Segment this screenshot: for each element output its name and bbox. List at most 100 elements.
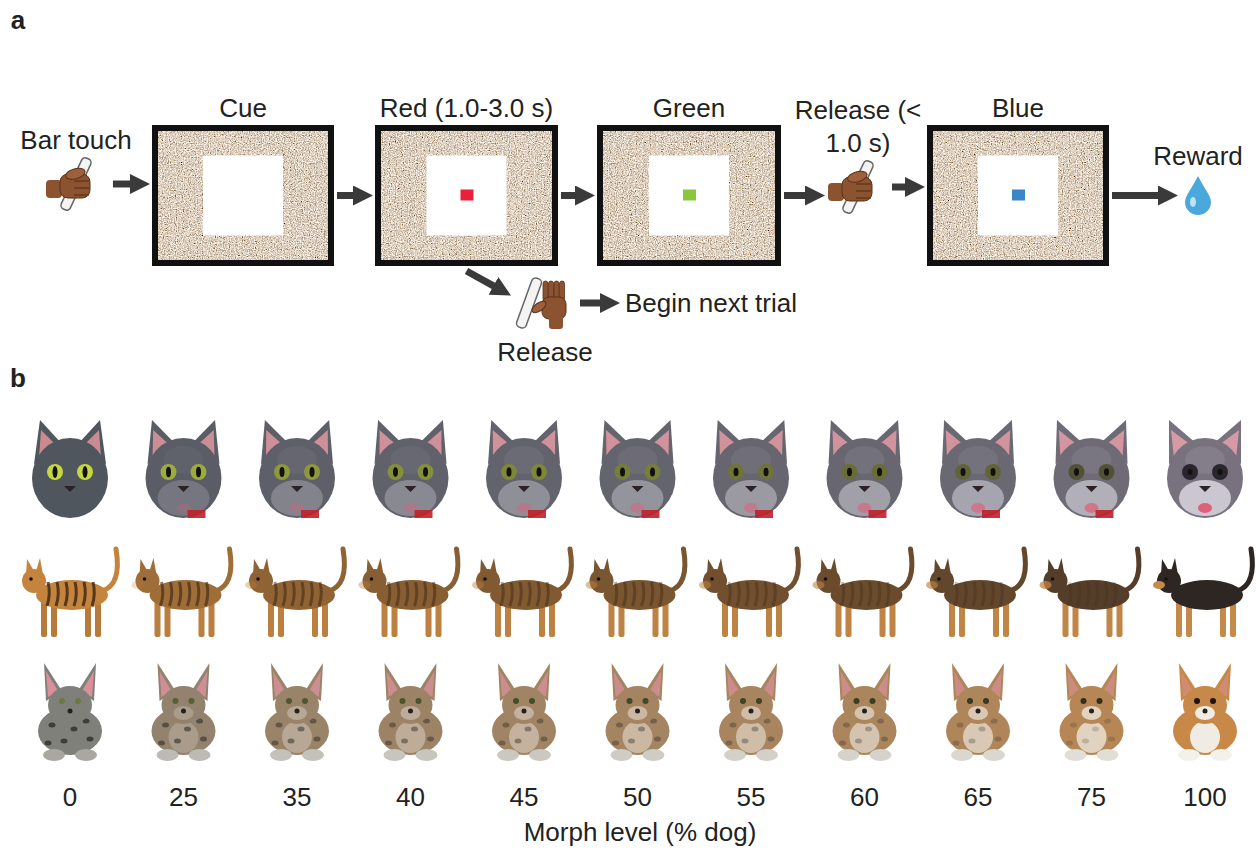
morph-lying-part — [870, 749, 892, 761]
morph-lying-part — [282, 721, 312, 753]
morph-face-part — [188, 510, 206, 518]
morph-lying-part — [1065, 749, 1087, 761]
morph-lying — [379, 663, 443, 761]
morph-lying-part — [736, 721, 766, 753]
touch-bar — [60, 157, 93, 212]
morph-body-part — [483, 577, 487, 581]
morph-body-part — [783, 549, 798, 591]
release-hand: Release (< 1.0 s) — [783, 90, 933, 211]
screen-border — [155, 128, 331, 263]
morph-lying-part — [288, 739, 295, 744]
reward-drop-outline — [1183, 176, 1213, 216]
morph-body-part — [813, 581, 825, 589]
morph-lying-part — [839, 741, 846, 746]
label-area: Cue — [219, 55, 267, 125]
morph-face-part — [713, 438, 789, 518]
bar-touch-hand-art-part-part — [74, 187, 89, 188]
morph-body-part — [717, 580, 789, 610]
flow-arrow — [580, 300, 602, 307]
morph-lying-part — [287, 706, 307, 720]
morph-lying-part — [627, 698, 633, 704]
morph-lying-part — [497, 749, 519, 761]
morph-lying-part — [1070, 686, 1114, 724]
morph-face-part — [1099, 464, 1115, 480]
morph-face-part — [1182, 464, 1198, 480]
morph-lying-part — [169, 721, 199, 753]
morph-body-part — [537, 582, 539, 606]
morph-lying-part — [1195, 706, 1215, 720]
morph-lying-part — [529, 698, 535, 704]
morph-lying-part — [854, 698, 860, 704]
morph-body-part — [56, 582, 58, 606]
morph-lying-part — [302, 698, 308, 704]
morph-face-part — [1086, 486, 1098, 492]
morph-lying-part — [61, 739, 68, 744]
morph-body-part — [1153, 581, 1165, 589]
morph-lying-part — [1089, 709, 1094, 714]
release-hand: Release — [497, 278, 592, 369]
morph-body — [1153, 549, 1252, 637]
morph-lying-part — [643, 698, 649, 704]
panel-letter-holder: a — [11, 4, 25, 36]
morph-face-part — [274, 464, 290, 480]
morph-body-part — [245, 581, 257, 589]
morph-lying-part — [75, 698, 81, 704]
morph-lying-part — [843, 723, 850, 728]
green-screen: Green — [600, 55, 778, 263]
morph-body-part — [136, 569, 160, 593]
morph-body-part — [370, 577, 374, 581]
morph-face-part — [842, 464, 858, 480]
morph-body-part — [216, 549, 231, 591]
morph-body-part — [764, 582, 766, 606]
morph-face-part — [280, 467, 285, 477]
morph-face-part — [47, 464, 63, 480]
morph-lying-part — [152, 707, 216, 755]
morph-face-part — [388, 464, 404, 480]
morph-lying-part — [416, 749, 438, 761]
morph-face — [713, 420, 789, 518]
morph-lying-part — [411, 727, 418, 732]
morph-face-part — [877, 468, 882, 476]
morph-level: 35 — [283, 781, 312, 813]
morph-lying-part — [1210, 698, 1216, 704]
morph-face-part — [869, 510, 887, 518]
morph-body-part — [824, 577, 828, 581]
morph-lying-part — [1194, 698, 1200, 704]
morph-lying-part — [270, 749, 292, 761]
bar-touch-hand-art — [46, 157, 92, 212]
morph-lying-part — [158, 741, 165, 746]
morph-body-part — [359, 581, 371, 589]
morph-face-part — [501, 464, 517, 480]
morph-lying-part — [1082, 739, 1089, 744]
morph-body-part — [1069, 582, 1071, 606]
flow-arrow — [113, 181, 132, 188]
morph-face-part — [259, 438, 335, 518]
morph-body-part — [1044, 569, 1068, 593]
morph-body-part — [476, 569, 500, 593]
morph-lying-part — [499, 741, 506, 746]
morph-lying-part — [427, 737, 434, 742]
morph-body-part — [817, 569, 841, 593]
morph-face-part — [645, 464, 661, 480]
morph-lying-part — [967, 698, 973, 704]
morph-body-part — [887, 582, 889, 606]
morph-lying-part — [865, 727, 872, 732]
morph-face — [827, 420, 903, 518]
morph-lying-part — [1070, 723, 1077, 728]
morph-lying-part — [983, 749, 1005, 761]
morph-level-holder: 50 — [623, 781, 652, 813]
flow-arrow — [337, 192, 355, 199]
label-area: Reward — [1153, 103, 1243, 173]
morph-body-part — [1237, 549, 1252, 591]
morph-face-part — [528, 510, 546, 518]
morph-level: 75 — [1077, 781, 1106, 813]
morph-body — [926, 549, 1025, 637]
morph-body-part — [703, 569, 727, 593]
morph-lying-part — [611, 749, 633, 761]
morph-body-part — [964, 582, 966, 606]
morph-lying-part — [71, 727, 78, 732]
morph-lying-part — [45, 741, 52, 746]
morph-body-part — [274, 582, 276, 606]
morph-lying — [492, 663, 556, 761]
